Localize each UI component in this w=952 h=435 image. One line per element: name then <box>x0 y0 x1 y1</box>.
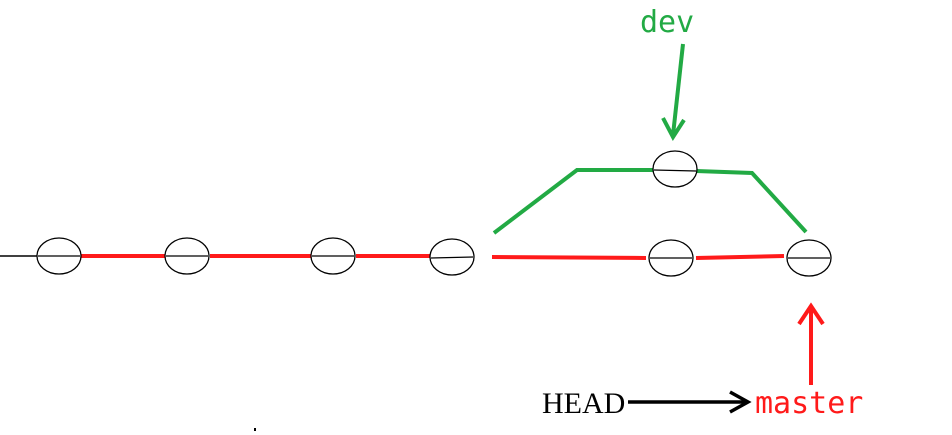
merge-commit-node <box>786 239 832 277</box>
stray-dot <box>254 428 256 431</box>
master-branch-line <box>80 254 785 260</box>
commit-node <box>429 238 475 276</box>
dev-arrow <box>661 43 686 141</box>
dev-branch-line <box>492 168 654 235</box>
commit-node <box>36 237 82 275</box>
dev-label: dev <box>640 5 694 40</box>
master-segment <box>491 255 647 260</box>
dev-branch-line-merge <box>695 169 808 234</box>
master-segment <box>695 254 785 260</box>
dev-commit-node <box>652 150 698 188</box>
head-arrow <box>628 390 752 414</box>
master-arrow <box>797 302 825 385</box>
head-label: HEAD <box>542 387 625 420</box>
master-label: master <box>755 386 863 421</box>
commit-node <box>164 237 210 275</box>
commit-node <box>310 237 356 275</box>
commit-node <box>648 239 694 277</box>
